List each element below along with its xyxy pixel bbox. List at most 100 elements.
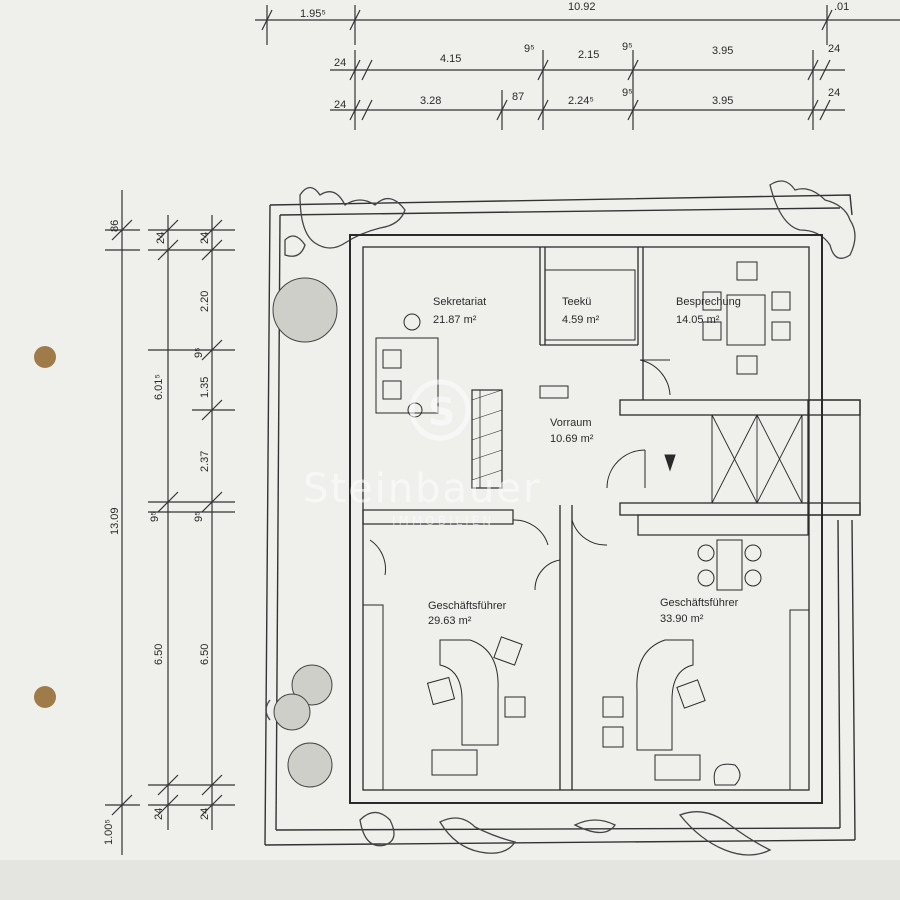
chair [602, 696, 624, 718]
outer-wall [349, 234, 823, 804]
chair [426, 676, 456, 706]
desk [375, 337, 439, 414]
chair [702, 321, 722, 341]
hedge-outlines [265, 180, 856, 856]
dim-label: 9⁵ [149, 511, 161, 522]
plant [403, 313, 421, 331]
chair [493, 636, 523, 666]
dim-label: 10.92 [568, 1, 596, 13]
room-name-vorraum: Vorraum [550, 417, 592, 429]
meeting-table [726, 294, 766, 346]
conference-table [716, 539, 743, 591]
left-dimension-labels: 86 13.09 1.00⁵ 24 6.01⁵ 9⁵ 6.50 24 24 2.… [103, 220, 211, 845]
room-area-sekretariat: 21.87 m² [433, 314, 477, 326]
dim-label: 9⁵ [622, 87, 633, 99]
curved-desk [439, 639, 499, 746]
shrub [287, 742, 333, 788]
building-walls [349, 234, 861, 804]
watermark-logo-letter: S [428, 390, 455, 434]
dim-label: .01 [834, 1, 849, 13]
chair [736, 261, 758, 281]
chair [697, 544, 715, 562]
dim-label: 2.15 [578, 49, 599, 61]
dim-label: 24 [199, 808, 211, 820]
top-dimensions [255, 5, 900, 130]
watermark-logo [409, 379, 471, 441]
room-area-teekueche: 4.59 m² [562, 314, 600, 326]
shrub [273, 693, 311, 731]
punch-hole-top [34, 346, 56, 368]
chair [382, 380, 402, 400]
watermark-sub: IMMOBILIEN [392, 514, 494, 528]
dim-label: 3.28 [420, 95, 441, 107]
dim-label: 6.50 [199, 644, 211, 665]
punch-hole-bottom [34, 686, 56, 708]
top-dimension-labels: 1.95⁵ 10.92 .01 24 4.15 9⁵ 2.15 9⁵ 3.95 … [300, 1, 849, 111]
dim-label: 1.35 [199, 377, 211, 398]
room-name-gf-left: Geschäftsführer [428, 600, 507, 612]
room-area-gf-left: 29.63 m² [428, 615, 472, 627]
chair [744, 569, 762, 587]
room-area-besprechung: 14.05 m² [676, 314, 720, 326]
dim-label: 24 [153, 808, 165, 820]
room-area-vorraum: 10.69 m² [550, 433, 594, 445]
dim-label: 87 [512, 91, 524, 103]
arrow-icon [664, 454, 676, 472]
dim-label: 1.95⁵ [300, 8, 326, 20]
dim-label: 86 [109, 220, 121, 232]
dim-label: 13.09 [109, 507, 121, 535]
sideboard [654, 754, 701, 781]
shrub [291, 664, 333, 706]
room-name-teekueche: Teekü [562, 296, 591, 308]
paper-shadow [0, 860, 900, 900]
room-labels: Sekretariat 21.87 m² Teekü 4.59 m² Bespr… [428, 296, 741, 627]
room-name-besprechung: Besprechung [676, 296, 741, 308]
sideboard [431, 749, 478, 776]
chair [736, 355, 758, 375]
chair [771, 321, 791, 341]
chair [702, 291, 722, 311]
dim-label: 9⁵ [524, 43, 535, 55]
dim-label: 6.50 [153, 644, 165, 665]
dim-label: 24 [334, 99, 346, 111]
dim-label: 2.20 [199, 291, 211, 312]
plant [713, 763, 741, 786]
furniture [375, 261, 791, 786]
shrub [272, 277, 338, 343]
dim-label: 24 [828, 87, 840, 99]
chair [697, 569, 715, 587]
room-area-gf-right: 33.90 m² [660, 613, 704, 625]
dim-label: 24 [155, 232, 167, 244]
dim-label: 24 [334, 57, 346, 69]
room-name-gf-right: Geschäftsführer [660, 597, 739, 609]
dim-label: 2.37 [199, 451, 211, 472]
curved-desk [636, 639, 694, 751]
room-name-sekretariat: Sekretariat [433, 296, 486, 308]
dim-label: 6.01⁵ [153, 374, 165, 400]
dim-label: 9⁵ [193, 511, 205, 522]
watermark-brand: Steinbauer [303, 466, 541, 512]
chair [504, 696, 526, 718]
dim-label: 4.15 [440, 53, 461, 65]
doors [369, 359, 676, 591]
dim-label: 2.24⁵ [568, 95, 594, 107]
dim-label: 24 [828, 43, 840, 55]
watermark: S Steinbauer IMMOBILIEN [303, 379, 541, 528]
site-boundary [264, 194, 856, 846]
chair [771, 291, 791, 311]
dim-label: 9⁵ [622, 41, 633, 53]
dim-label: 24 [199, 232, 211, 244]
chair [382, 349, 402, 369]
chair [602, 726, 624, 748]
dim-label: 3.95 [712, 45, 733, 57]
stove [539, 385, 569, 399]
dim-label: 3.95 [712, 95, 733, 107]
chair [676, 679, 706, 709]
dim-label: 1.00⁵ [103, 819, 115, 845]
dim-label: 9⁵ [193, 347, 205, 358]
shrubs [272, 277, 338, 788]
left-dimensions [105, 190, 235, 855]
chair [744, 544, 762, 562]
